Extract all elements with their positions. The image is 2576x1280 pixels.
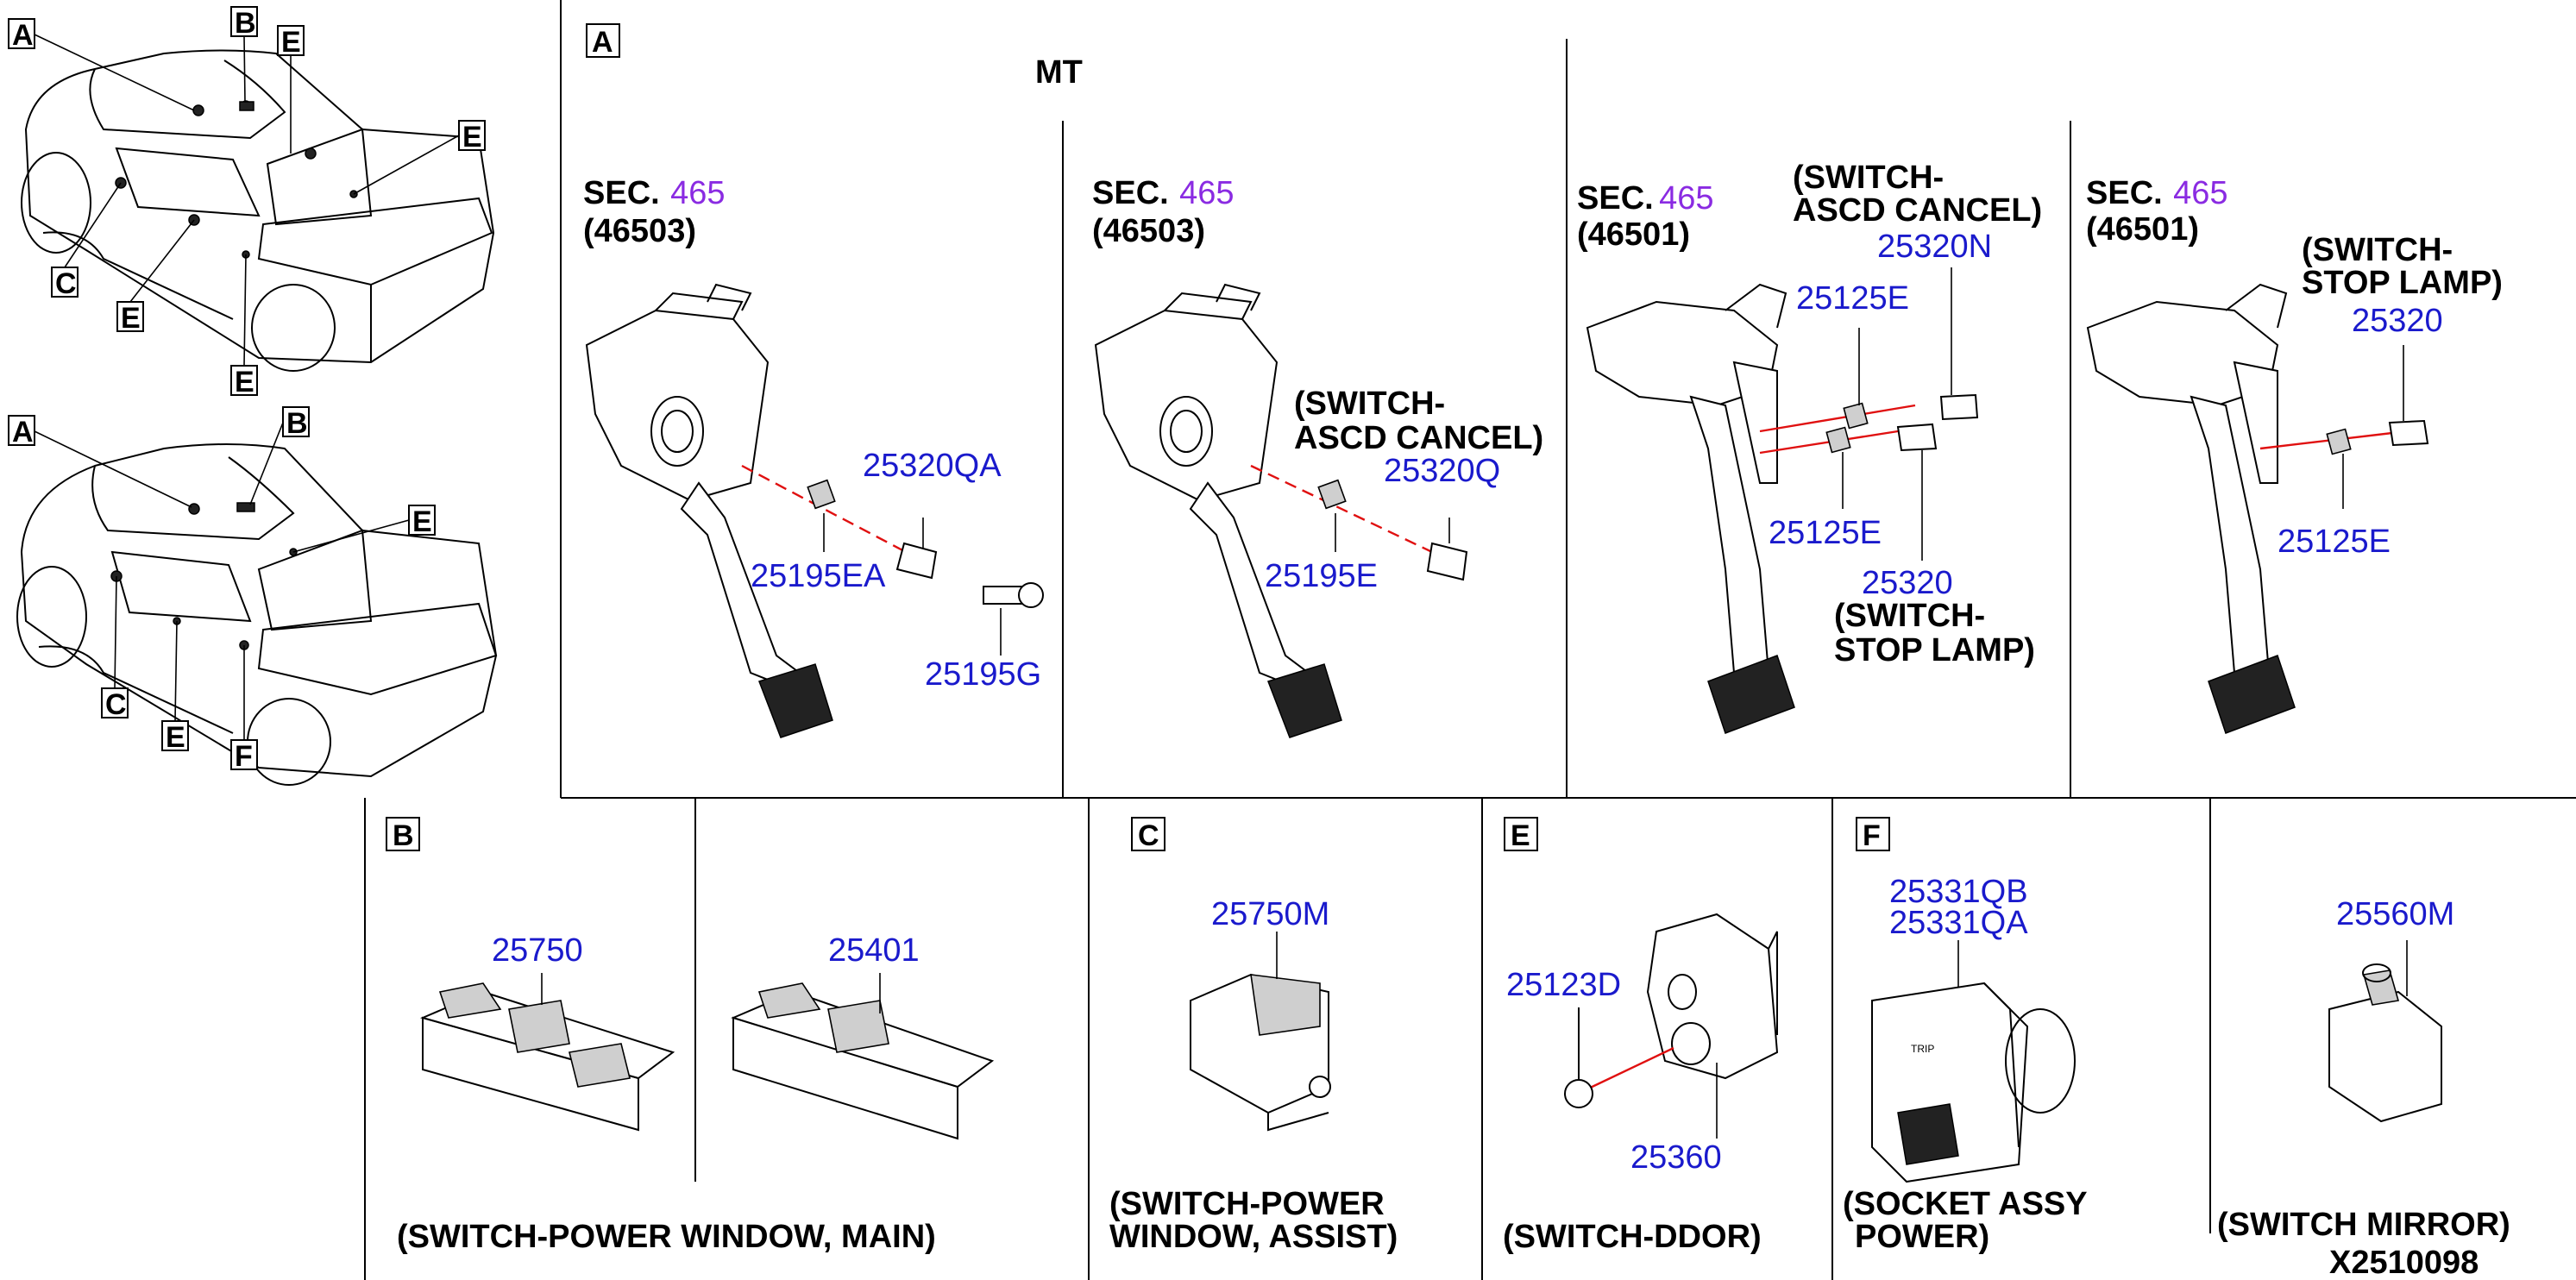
callout-f-lower: F <box>235 740 253 773</box>
panel-c-box <box>1131 817 1165 851</box>
panel-f-label: F <box>1863 819 1881 852</box>
caption-ascd-cancel-1-line2: ASCD CANCEL) <box>1294 420 1543 456</box>
vehicle-upper-callouts: A B E E C E E <box>8 6 486 398</box>
caption-stop-lamp-2-line1: (SWITCH- <box>2302 232 2453 268</box>
callout-b-lower: B <box>286 407 308 440</box>
caption-power-window-assist-line1: (SWITCH-POWER <box>1109 1186 1385 1222</box>
sec-label-3: SEC. 465 <box>1577 180 1714 216</box>
callout-e-3: E <box>121 302 141 335</box>
callout-a: A <box>12 19 34 52</box>
callout-e-lower-2: E <box>166 721 185 754</box>
part-25125E-a: 25125E <box>1796 280 1909 317</box>
callout-e-1: E <box>281 26 301 59</box>
callout-e-4: E <box>235 366 254 398</box>
caption-socket-assy-line2: POWER) <box>1855 1219 1989 1255</box>
caption-door-switch: (SWITCH-DDOR) <box>1503 1219 1762 1255</box>
pedal-assy-4: SEC. 465 (46501) <box>2086 175 2429 734</box>
power-window-main-switch-2 <box>731 973 995 1140</box>
part-25123D: 25123D <box>1506 967 1621 1003</box>
sec-ref-2: (46503) <box>1092 213 1205 249</box>
caption-socket-assy-line1: (SOCKET ASSY <box>1843 1186 2088 1222</box>
panel-a-header: A MT <box>586 23 1083 91</box>
sec-ref-3: (46501) <box>1577 216 1690 253</box>
caption-stop-lamp-1-line2: STOP LAMP) <box>1834 632 2035 668</box>
pedal-assy-2: SEC. 465 (46503) <box>1092 175 1468 738</box>
part-25195EA: 25195EA <box>751 558 886 594</box>
part-25320QA: 25320QA <box>863 448 1002 484</box>
callout-c: C <box>55 267 77 300</box>
part-25331QB: 25331QB <box>1889 874 2028 910</box>
panel-b-box <box>386 817 420 851</box>
power-socket-assy: TRIP <box>1871 940 2076 1183</box>
sec-ref-4: (46501) <box>2086 211 2199 248</box>
sec-label-4: SEC. 465 <box>2086 175 2228 211</box>
panel-dividers <box>364 0 2576 1280</box>
part-25320-a: 25320 <box>1862 565 1953 601</box>
door-switch <box>1564 913 1779 1139</box>
part-25195E-a: 25195E <box>1265 558 1378 594</box>
part-25320-b: 25320 <box>2352 303 2443 339</box>
vehicle-upper <box>21 49 495 372</box>
panel-e-label: E <box>1511 819 1530 852</box>
caption-power-window-assist-line2: WINDOW, ASSIST) <box>1109 1219 1398 1255</box>
callout-b: B <box>235 7 256 40</box>
part-25320N: 25320N <box>1877 229 1992 265</box>
part-25401: 25401 <box>828 932 920 969</box>
panel-a-title: MT <box>1035 54 1083 91</box>
callout-e-lower-1: E <box>412 505 432 538</box>
panel-b-label: B <box>393 819 414 852</box>
part-25195G: 25195G <box>925 656 1041 693</box>
callout-c-lower: C <box>105 688 127 721</box>
caption-power-window-main: (SWITCH-POWER WINDOW, MAIN) <box>397 1219 936 1255</box>
vehicle-lower <box>16 443 498 786</box>
part-25560M: 25560M <box>2336 896 2454 932</box>
caption-stop-lamp-1-line1: (SWITCH- <box>1834 598 1985 634</box>
callout-a-lower: A <box>12 416 34 449</box>
part-25360: 25360 <box>1630 1139 1722 1176</box>
panel-f-box <box>1856 817 1890 851</box>
caption-ascd-cancel-2-line2: ASCD CANCEL) <box>1793 192 2042 229</box>
socket-marking: TRIP <box>1911 1043 1934 1055</box>
part-25125E-c: 25125E <box>2278 524 2391 560</box>
caption-stop-lamp-2-line2: STOP LAMP) <box>2302 265 2503 301</box>
caption-ascd-cancel-2-line1: (SWITCH- <box>1793 160 1944 196</box>
pedal-assy-1: SEC. 465 (46503) <box>583 175 1044 738</box>
pedal-assy-3: SEC. 465 (46501) <box>1577 180 1979 734</box>
part-25125E-b: 25125E <box>1769 515 1882 551</box>
caption-mirror-switch: (SWITCH MIRROR) <box>2217 1207 2510 1243</box>
diagram-code: X2510098 <box>2329 1245 2479 1280</box>
panel-a-label: A <box>592 26 613 59</box>
power-window-assist-switch <box>1190 932 1331 1132</box>
part-25750: 25750 <box>492 932 583 969</box>
mirror-switch <box>2328 940 2442 1123</box>
sec-label-1: SEC. 465 <box>583 175 726 211</box>
part-25320Q: 25320Q <box>1384 453 1500 489</box>
sec-label-2: SEC. 465 <box>1092 175 1235 211</box>
panel-e-box <box>1504 817 1538 851</box>
caption-ascd-cancel-1-line1: (SWITCH- <box>1294 386 1445 422</box>
part-25331QA: 25331QA <box>1889 905 2028 941</box>
power-window-main-switch-1 <box>419 973 675 1132</box>
sec-ref-1: (46503) <box>583 213 696 249</box>
vehicle-lower-callouts: A B E C E F <box>8 406 436 773</box>
part-25750M: 25750M <box>1211 896 1329 932</box>
callout-e-2: E <box>462 121 482 154</box>
panel-c-label: C <box>1138 819 1159 852</box>
